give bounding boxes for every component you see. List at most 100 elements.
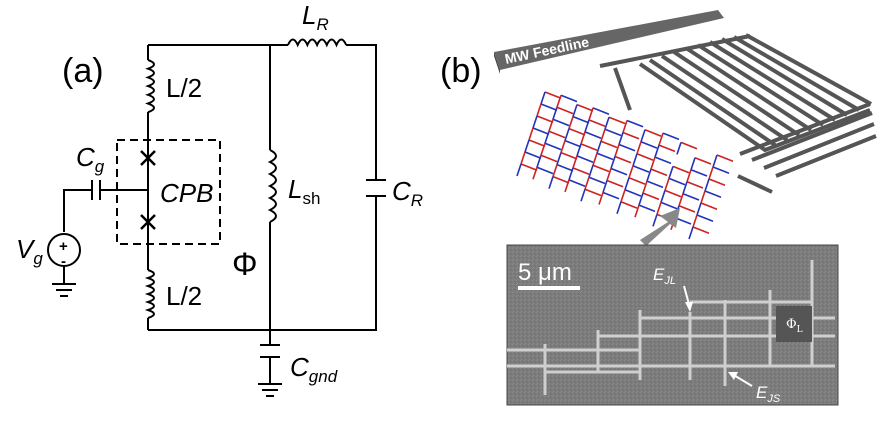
inductor-half-bottom [144, 269, 155, 319]
array-segment [656, 202, 662, 215]
array-segment [686, 180, 704, 189]
junction-array [516, 91, 734, 240]
array-segment [700, 202, 718, 211]
array-segment [662, 132, 680, 141]
array-segment [686, 169, 692, 182]
array-segment [616, 201, 622, 215]
array-segment [556, 95, 562, 108]
array-segment [556, 152, 562, 165]
array-segment [596, 140, 602, 154]
array-segment [664, 178, 670, 191]
array-segment [532, 115, 538, 129]
scale-bar [518, 286, 580, 290]
array-segment [588, 176, 606, 185]
label-lsh: Lsh [288, 174, 320, 208]
junction-bottom [140, 214, 156, 230]
array-segment [532, 167, 538, 180]
array-segment [536, 103, 542, 117]
array-segment [564, 179, 570, 193]
array-segment [564, 128, 570, 141]
array-segment [552, 118, 570, 127]
array-segment [536, 115, 554, 124]
array-segment [634, 204, 640, 218]
array-segment [610, 156, 616, 169]
array-segment [690, 157, 696, 170]
array-segment [516, 163, 522, 177]
label-lhalf-top: L/2 [166, 73, 202, 103]
array-segment [658, 132, 664, 146]
array-segment [552, 164, 558, 177]
inductor-half-top [145, 59, 155, 114]
array-segment [580, 188, 586, 202]
label-lr: LR [302, 0, 329, 34]
label-ejs: EJS [756, 383, 781, 405]
array-segment [716, 154, 734, 163]
array-segment [622, 120, 628, 133]
array-segment [536, 155, 542, 168]
array-segment [580, 131, 586, 145]
array-segment [576, 155, 594, 163]
array-segment [618, 143, 636, 152]
array-segment [606, 168, 612, 181]
array-segment [584, 188, 602, 197]
array-segment [700, 190, 706, 204]
array-segment [588, 119, 606, 127]
array-segment [668, 177, 686, 186]
array-segment [528, 127, 534, 141]
capacitor-cg [91, 180, 101, 200]
array-segment [540, 143, 546, 156]
array-segment [524, 139, 530, 153]
array-segment [638, 192, 644, 206]
capacitor-cr [366, 179, 386, 197]
array-segment [584, 119, 590, 133]
array-segment [584, 131, 602, 139]
array-segment [544, 142, 562, 151]
label-lhalf-bot: L/2 [166, 281, 202, 311]
label-vg: Vg [16, 234, 43, 268]
array-segment [540, 103, 558, 112]
array-segment [624, 177, 630, 191]
resonator-capacitor [599, 33, 877, 194]
array-segment [640, 141, 658, 149]
array-segment [576, 143, 582, 157]
array-segment [580, 143, 598, 151]
array-segment [568, 127, 586, 136]
array-segment [694, 156, 712, 165]
array-segment [544, 131, 550, 144]
svg-text:+: + [59, 238, 68, 255]
array-segment [618, 132, 624, 145]
array-segment [678, 204, 696, 213]
array-segment [564, 139, 582, 148]
circuit-panel [47, 38, 386, 397]
array-segment [604, 116, 610, 130]
array-segment [692, 214, 698, 228]
panel-b-tag: (b) [440, 52, 482, 90]
array-segment [646, 168, 652, 182]
array-segment [592, 164, 610, 173]
array-segment [660, 190, 666, 203]
array-segment [568, 167, 574, 181]
array-segment [624, 189, 642, 197]
array-segment [568, 179, 586, 187]
array-segment [696, 214, 714, 223]
array-segment [680, 141, 698, 150]
array-segment [602, 180, 608, 193]
array-segment [658, 144, 676, 153]
array-segment [692, 226, 710, 235]
array-segment [556, 106, 574, 115]
array-segment [600, 128, 606, 142]
array-segment [572, 167, 590, 175]
array-segment [548, 119, 554, 132]
array-segment [640, 129, 646, 143]
inductor-lr [287, 38, 348, 48]
array-segment [632, 165, 650, 173]
array-segment [690, 168, 708, 177]
array-segment [708, 178, 726, 187]
array-segment [598, 192, 604, 205]
array-segment [536, 166, 554, 175]
array-segment [596, 152, 614, 161]
array-segment [696, 202, 702, 216]
array-segment [556, 163, 574, 172]
array-segment [560, 151, 578, 160]
